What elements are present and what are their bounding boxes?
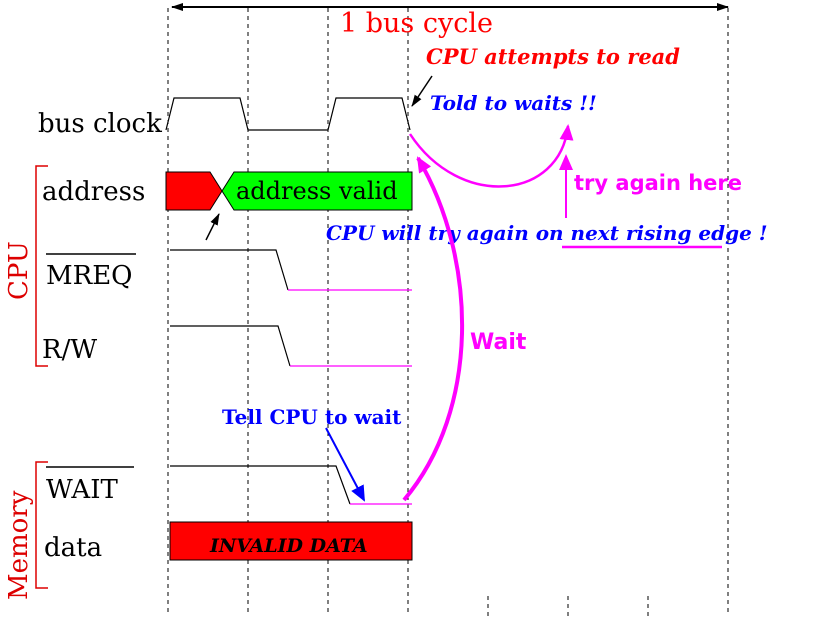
label-bus-clock: bus clock — [38, 109, 162, 139]
memory-bracket — [35, 461, 48, 589]
label-mreq: MREQ — [46, 261, 133, 291]
annotation-cpu-will-try: CPU will try again on next rising edge ! — [326, 221, 768, 245]
address-transition-arrow — [205, 213, 220, 241]
annotation-told-to-wait: Told to waits !! — [430, 91, 597, 115]
address-valid-label: address valid — [236, 177, 398, 205]
cpu-bracket — [35, 165, 48, 367]
label-rw: R/W — [42, 335, 97, 365]
invalid-data-label: INVALID DATA — [209, 535, 368, 557]
address-valid-block — [221, 171, 413, 211]
wait-arrow — [402, 156, 464, 502]
mreq-waveform — [170, 249, 289, 291]
tell-cpu-wait-arrow — [325, 427, 365, 502]
address-invalid-block — [165, 171, 223, 211]
label-wait: WAIT — [46, 475, 118, 505]
label-data: data — [44, 533, 102, 563]
annotation-cpu-attempts: CPU attempts to read — [426, 44, 680, 69]
wait-waveform — [170, 465, 351, 505]
label-address: address — [42, 177, 145, 207]
cpu-attempts-arrow — [411, 75, 433, 107]
group-label-memory: Memory — [4, 490, 34, 600]
annotation-tell-cpu-wait: Tell CPU to wait — [222, 405, 402, 429]
annotation-wait: Wait — [470, 330, 527, 355]
bus-clock-waveform — [165, 97, 411, 131]
retry-curve — [408, 124, 574, 188]
group-label-cpu: CPU — [4, 241, 34, 300]
annotation-try-again: try again here — [574, 171, 742, 195]
rw-waveform — [170, 325, 291, 367]
grid-lines — [167, 8, 729, 616]
invalid-data-block — [169, 521, 413, 561]
bus-cycle-title: 1 bus cycle — [340, 8, 493, 39]
